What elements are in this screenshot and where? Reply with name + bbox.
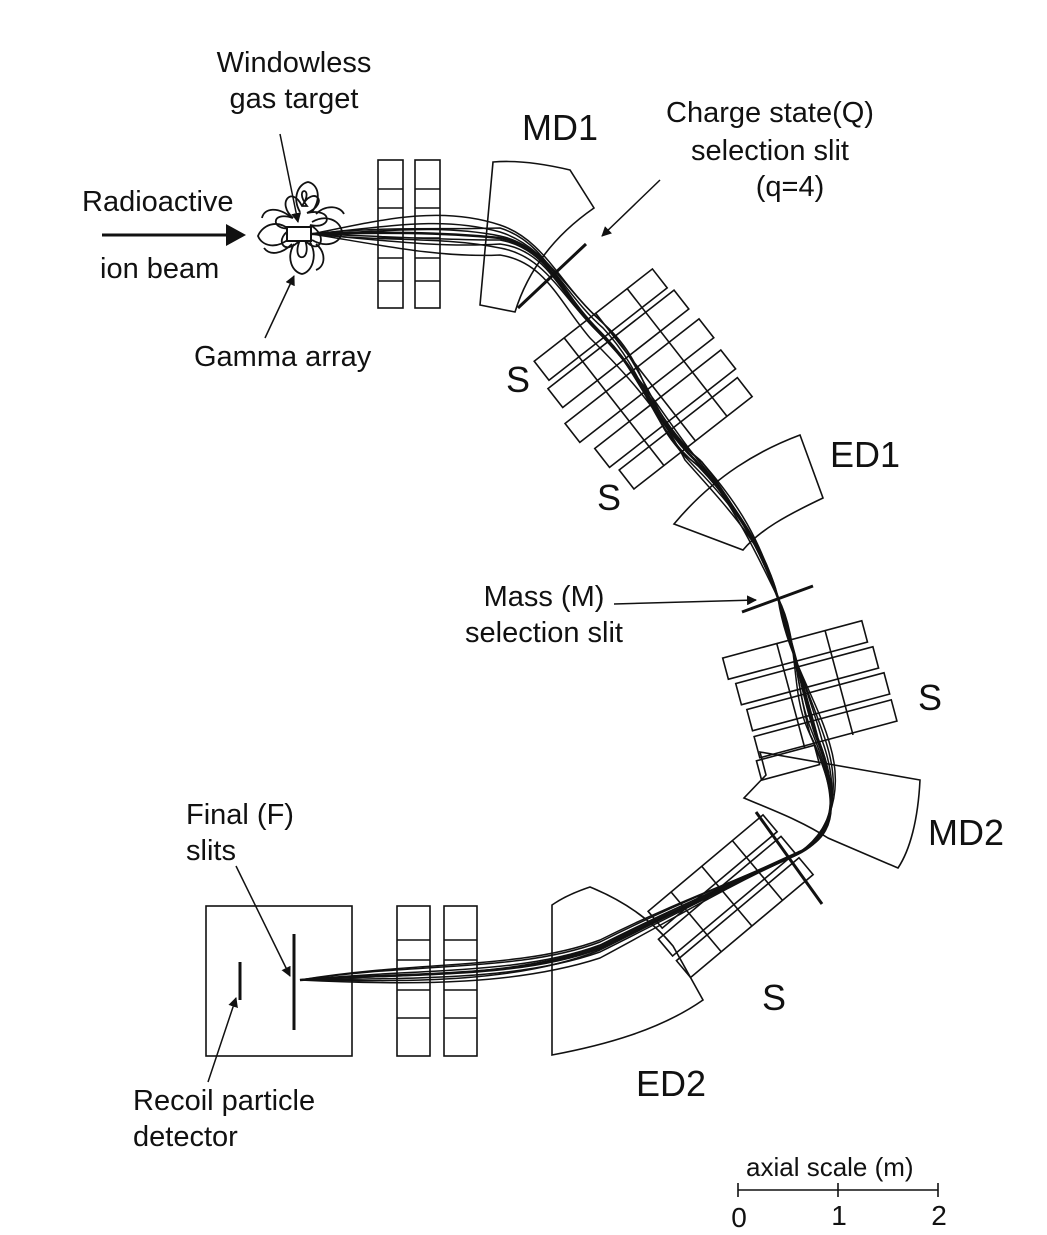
label-md2: MD2 [928, 812, 1005, 853]
quadrupole-group-3 [646, 813, 815, 979]
label-mass-slit: selection slit [465, 617, 623, 649]
ed2-dipole [551, 886, 705, 1056]
label-scale-title: axial scale (m) [746, 1152, 914, 1182]
label-mass: Mass (M) [483, 581, 605, 613]
label-s-3: S [918, 677, 943, 718]
scale-bar [737, 1183, 939, 1197]
label-charge-state: Charge state(Q) [666, 97, 874, 129]
label-windowless: Windowless [216, 47, 372, 79]
label-charge-slit: selection slit [691, 135, 849, 167]
label-gas-target: gas target [229, 83, 359, 115]
label-s-2: S [597, 477, 622, 518]
label-radioactive: Radioactive [82, 186, 234, 218]
label-scale-1: 1 [831, 1200, 847, 1231]
quadrupole-group-2 [721, 619, 898, 782]
label-md1: MD1 [522, 107, 599, 148]
label-ed1: ED1 [830, 434, 901, 475]
label-ed2: ED2 [636, 1063, 707, 1104]
label-final: Final (F) [186, 799, 294, 831]
md1-dipole [479, 160, 596, 313]
label-gamma-array: Gamma array [194, 341, 372, 373]
md2-dipole [742, 750, 921, 869]
ed1-dipole [672, 433, 825, 551]
label-final-slits: slits [186, 835, 236, 867]
label-s-1: S [506, 359, 531, 400]
annotation-arrows [207, 133, 757, 1083]
gas-target [286, 226, 312, 242]
label-s-4: S [762, 977, 787, 1018]
label-recoil: Recoil particle [133, 1085, 316, 1117]
ion-trajectories-bold [299, 231, 833, 982]
label-scale-0: 0 [731, 1202, 747, 1233]
ion-beam-arrow [102, 224, 246, 246]
label-scale-2: 2 [931, 1200, 947, 1231]
label-charge-q: (q=4) [755, 171, 825, 203]
label-detector: detector [133, 1121, 238, 1153]
label-ion-beam: ion beam [100, 253, 220, 285]
